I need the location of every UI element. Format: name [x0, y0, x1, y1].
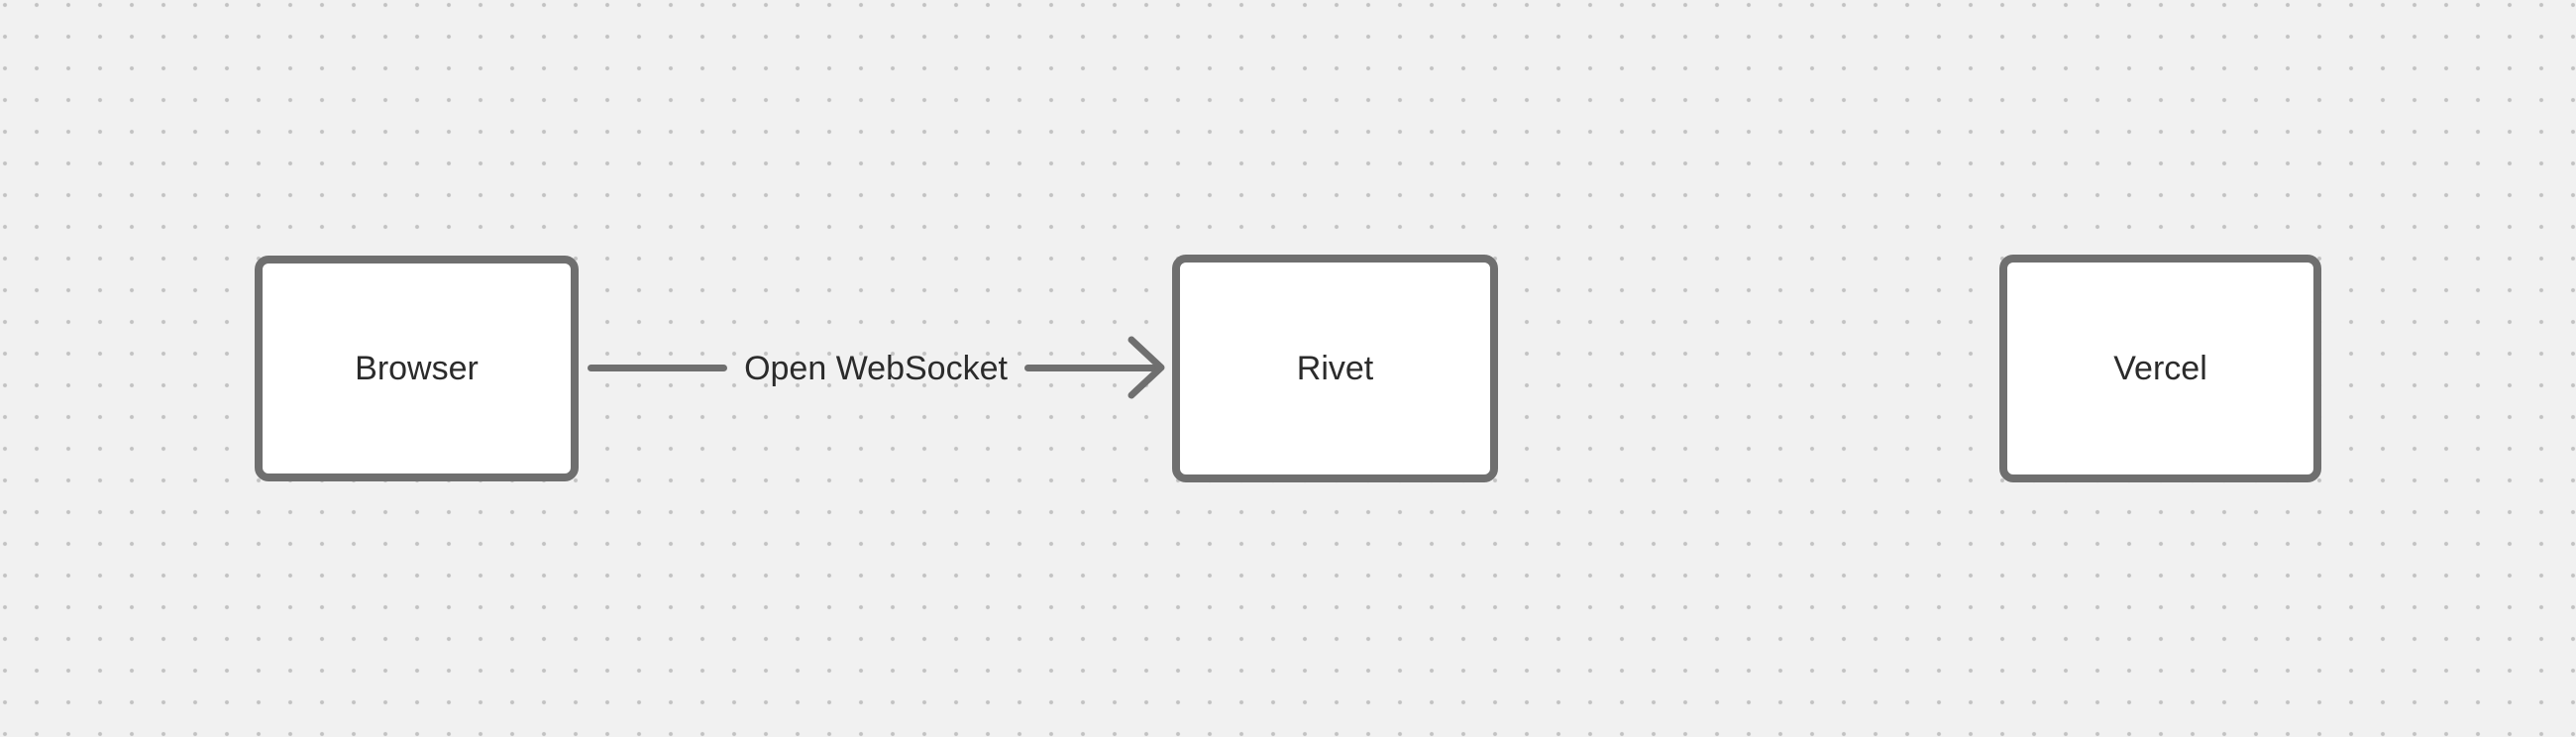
arrowhead-icon [1127, 336, 1165, 399]
node-vercel[interactable]: Vercel [1999, 255, 2321, 482]
arrow-browser-to-rivet[interactable]: Open WebSocket [579, 308, 1172, 427]
arrow-label: Open WebSocket [744, 350, 1008, 387]
node-rivet-label: Rivet [1296, 350, 1374, 387]
arrow-line-right-wrap [1023, 335, 1165, 400]
node-rivet[interactable]: Rivet [1172, 255, 1498, 482]
node-browser[interactable]: Browser [255, 256, 579, 481]
node-vercel-label: Vercel [2113, 350, 2207, 387]
node-browser-label: Browser [355, 350, 479, 387]
arrow-line-left [588, 364, 728, 371]
arrow-line-right [1023, 364, 1162, 371]
